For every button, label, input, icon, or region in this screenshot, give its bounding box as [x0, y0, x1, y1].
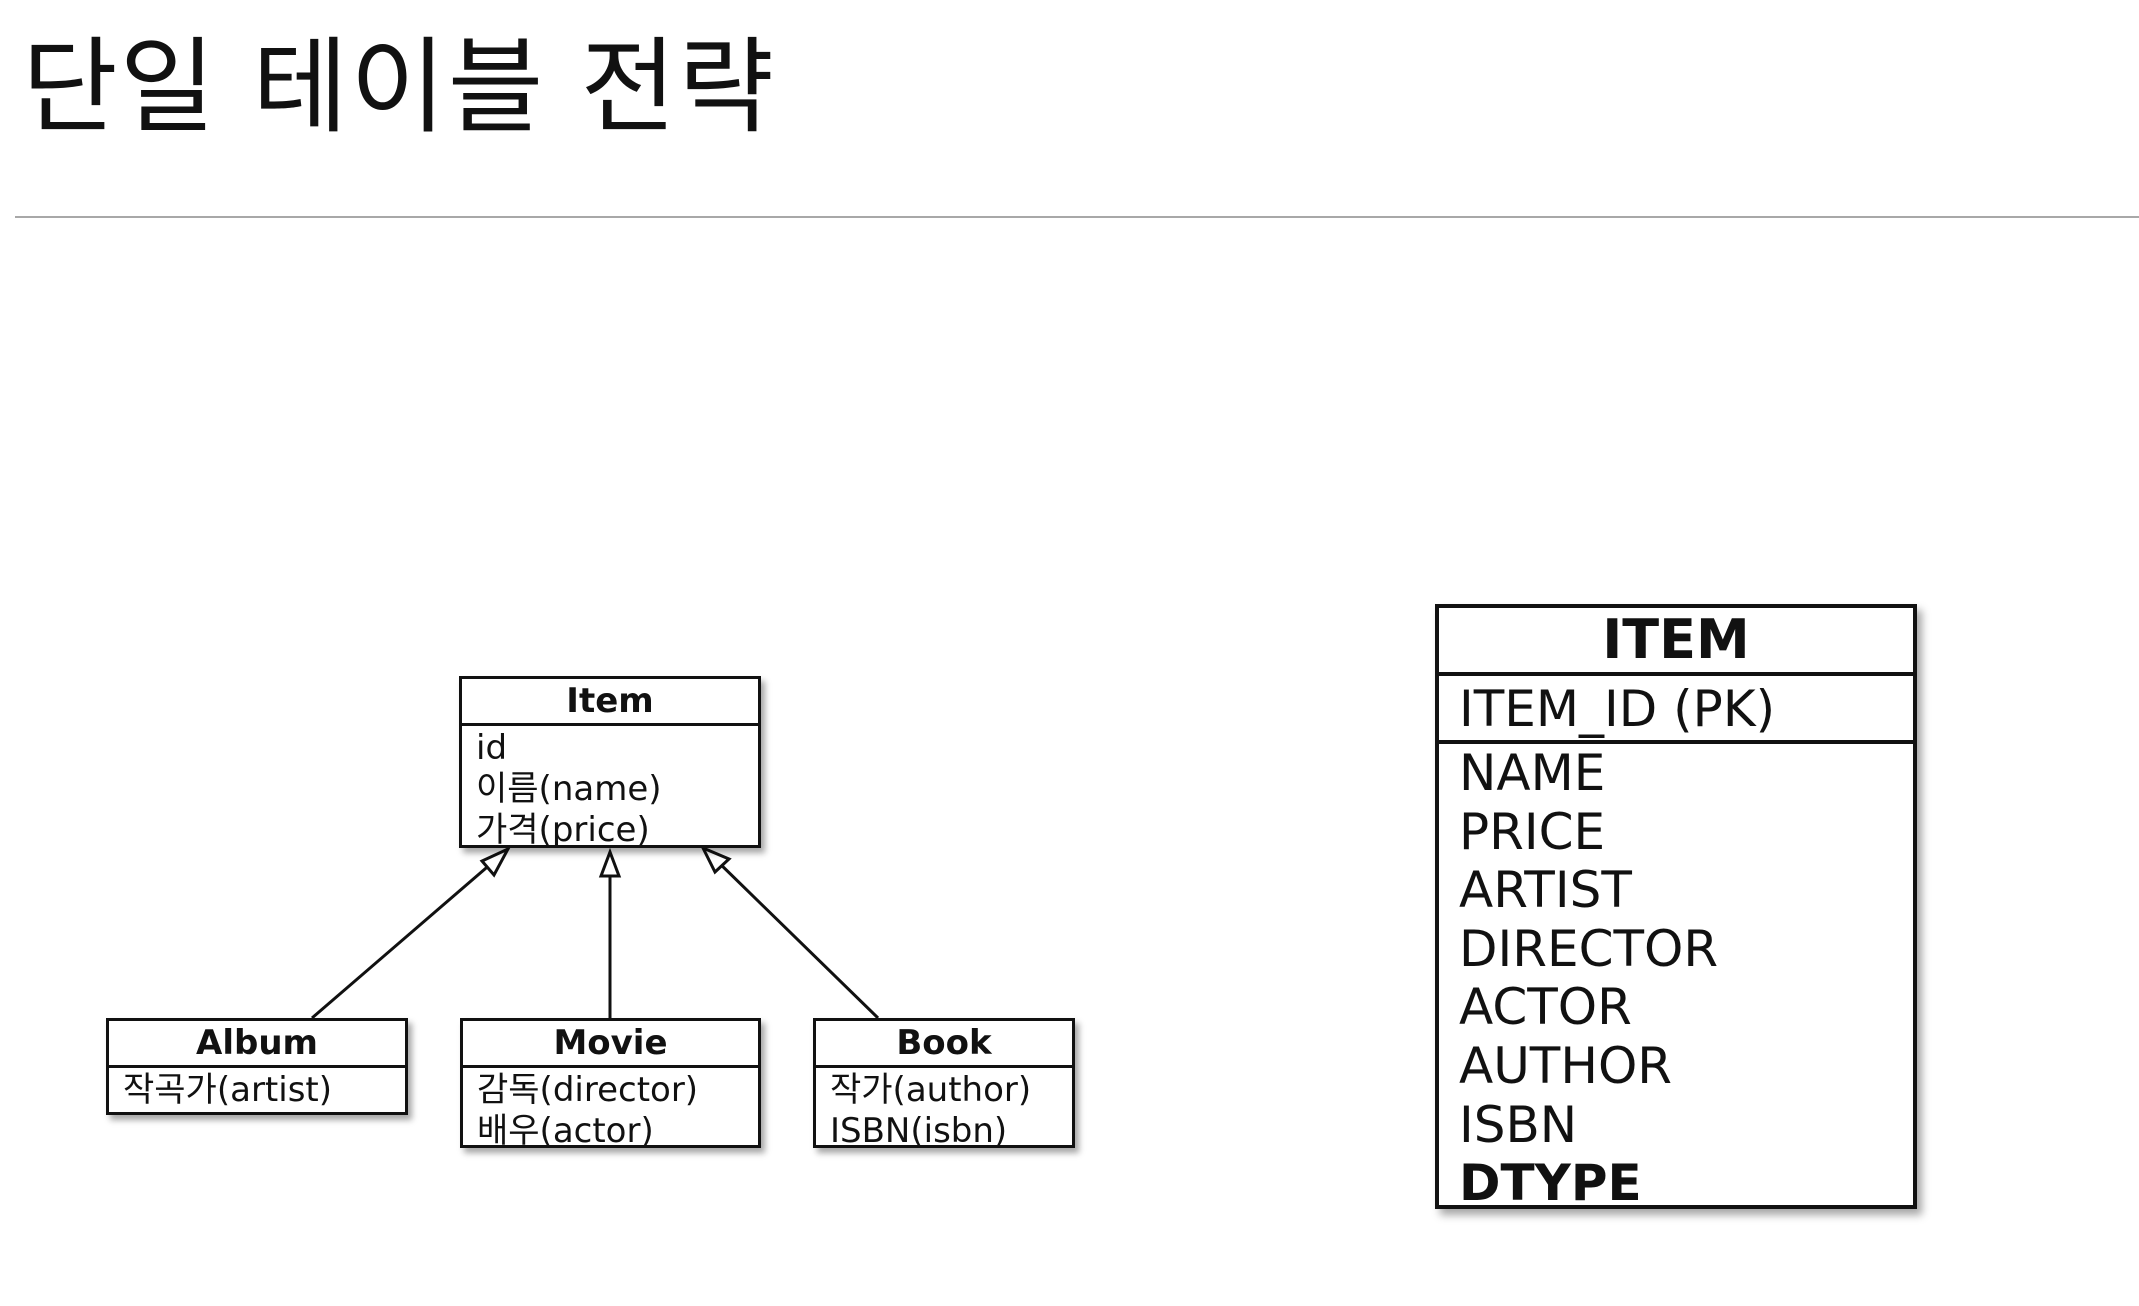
table-name: ITEM	[1439, 608, 1913, 676]
table-column: ISBN	[1459, 1095, 1578, 1154]
class-movie-attribute: 배우(actor)	[477, 1111, 654, 1151]
table-column: DIRECTOR	[1459, 919, 1719, 978]
movie-inheritance-arrowhead	[598, 847, 622, 878]
class-book-name: Book	[816, 1021, 1072, 1068]
class-item: Item id 이름(name) 가격(price)	[459, 676, 761, 851]
class-movie-attributes: 감독(director) 배우(actor)	[463, 1068, 758, 1152]
class-movie-attribute: 감독(director)	[477, 1070, 699, 1110]
class-album-attributes: 작곡가(artist)	[109, 1068, 405, 1111]
table-columns: NAME PRICE ARTIST DIRECTOR ACTOR AUTHOR …	[1439, 744, 1913, 1213]
class-book-attribute: 작가(author)	[830, 1070, 1032, 1110]
table-column: AUTHOR	[1459, 1036, 1673, 1095]
class-item-attribute: 이름(name)	[476, 769, 662, 809]
class-movie-name: Movie	[463, 1021, 758, 1068]
class-album: Album 작곡가(artist)	[106, 1018, 408, 1115]
album-inheritance-arrowhead	[479, 845, 512, 878]
table-column: ACTOR	[1459, 978, 1632, 1037]
class-book-attributes: 작가(author) ISBN(isbn)	[816, 1068, 1072, 1152]
table-column: NAME	[1459, 744, 1606, 802]
class-item-name: Item	[462, 679, 758, 726]
title-divider	[15, 216, 2139, 218]
book-inheritance-line	[711, 855, 880, 1020]
album-inheritance-line	[311, 854, 501, 1020]
table-item: ITEM ITEM_ID (PK) NAME PRICE ARTIST DIRE…	[1435, 604, 1917, 1212]
table-discriminator-column: DTYPE	[1459, 1154, 1642, 1213]
class-album-name: Album	[109, 1021, 405, 1068]
table-column: ARTIST	[1459, 861, 1632, 920]
table-primary-key: ITEM_ID (PK)	[1439, 676, 1913, 744]
table-column: PRICE	[1459, 802, 1606, 861]
class-item-attributes: id 이름(name) 가격(price)	[462, 726, 758, 851]
class-movie: Movie 감독(director) 배우(actor)	[460, 1018, 761, 1151]
class-book: Book 작가(author) ISBN(isbn)	[813, 1018, 1075, 1151]
book-inheritance-arrowhead	[699, 845, 732, 875]
class-album-attribute: 작곡가(artist)	[123, 1070, 333, 1110]
class-item-attribute: 가격(price)	[476, 810, 650, 850]
class-book-attribute: ISBN(isbn)	[830, 1111, 1008, 1151]
class-item-attribute: id	[476, 728, 508, 768]
page-title: 단일 테이블 전략	[22, 26, 776, 148]
